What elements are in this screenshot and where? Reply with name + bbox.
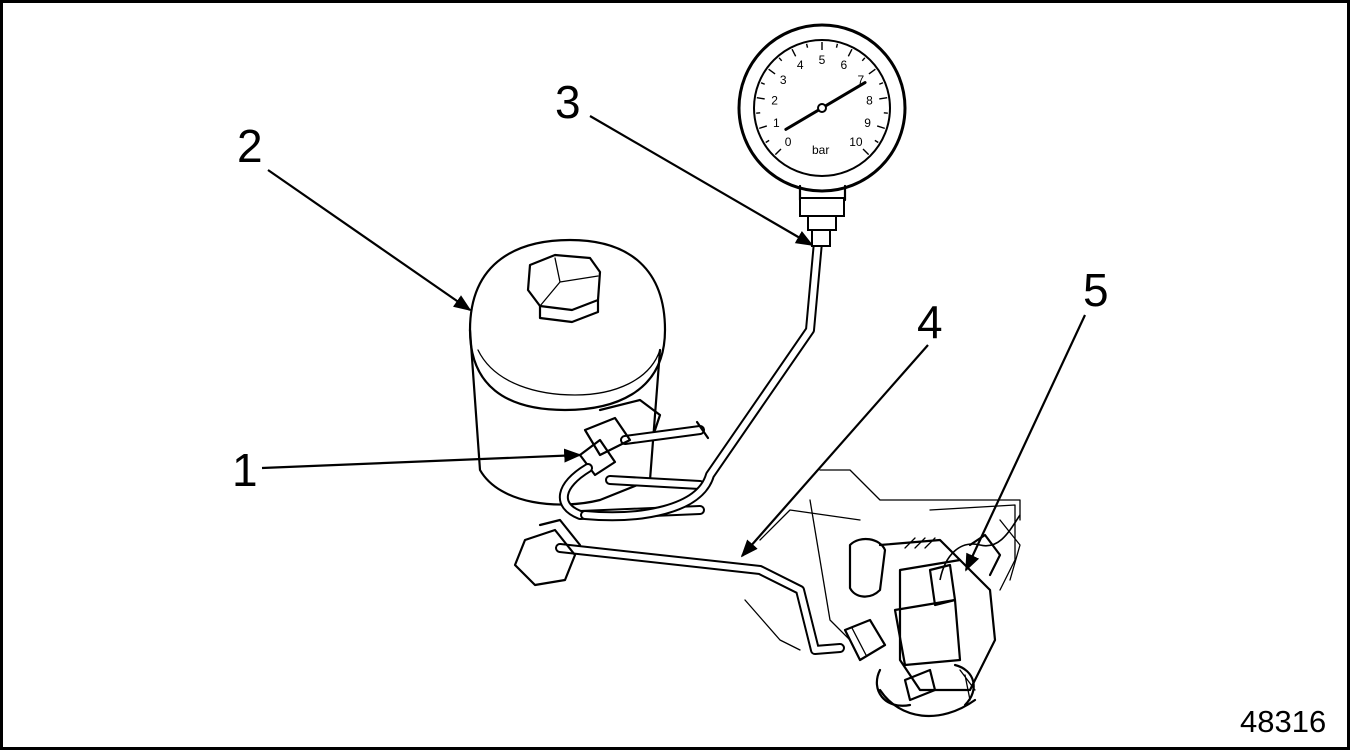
- gauge-unit-label: bar: [812, 143, 829, 157]
- gauge-tick: [879, 82, 884, 85]
- figure-number: 48316: [1240, 704, 1326, 739]
- gauge-tick: [774, 148, 782, 156]
- callout-1: 1: [232, 444, 258, 496]
- gauge-tick: [805, 43, 809, 48]
- gauge-tick: [874, 139, 879, 144]
- callout-2: 2: [237, 120, 263, 172]
- gauge-scale-label: 7: [857, 73, 864, 87]
- gauge-tick: [765, 139, 770, 144]
- gauge-scale-label: 8: [866, 93, 873, 107]
- gauge-tick: [759, 125, 768, 130]
- gauge-needle-hub: [817, 103, 827, 113]
- callout-3: 3: [555, 76, 581, 128]
- gauge-scale-label: 1: [773, 116, 780, 130]
- gauge-tick: [778, 57, 783, 62]
- gauge-scale-label: 3: [780, 73, 787, 87]
- callout-5: 5: [1083, 264, 1109, 316]
- leader-lines: [261, 115, 1086, 572]
- gauge-tick: [862, 148, 870, 156]
- gauge-scale-label: 10: [849, 135, 863, 149]
- gauge-tick: [847, 48, 853, 57]
- leader-line-5: [965, 314, 1086, 572]
- gauge-ticks: [756, 42, 888, 156]
- gauge-tick: [879, 96, 888, 100]
- leader-line-1: [261, 448, 582, 470]
- gauge-scale-label: 0: [785, 135, 792, 149]
- gauge-tick: [861, 57, 866, 62]
- gauge-scale-label: 9: [864, 116, 871, 130]
- leader-line-3: [589, 115, 814, 246]
- gauge-tick: [756, 96, 765, 100]
- gauge-scale-label: 2: [771, 93, 778, 107]
- gauge-scale-label: 4: [797, 58, 804, 72]
- gauge-tick: [768, 68, 776, 75]
- gauge-scale-label: 5: [819, 53, 826, 67]
- gauge-tick: [835, 43, 839, 48]
- gauge-tick: [791, 48, 797, 57]
- callout-4: 4: [917, 296, 943, 348]
- gauge-tick: [760, 82, 765, 85]
- injection-pump-assembly: [744, 469, 1021, 718]
- hose-system: [513, 237, 887, 662]
- gauge-scale-label: 6: [840, 58, 847, 72]
- leader-line-2: [267, 169, 472, 312]
- gauge-tick: [876, 125, 885, 130]
- fluid-reservoir: [468, 238, 667, 506]
- leader-line-4: [740, 344, 929, 558]
- gauge-tick: [868, 68, 876, 75]
